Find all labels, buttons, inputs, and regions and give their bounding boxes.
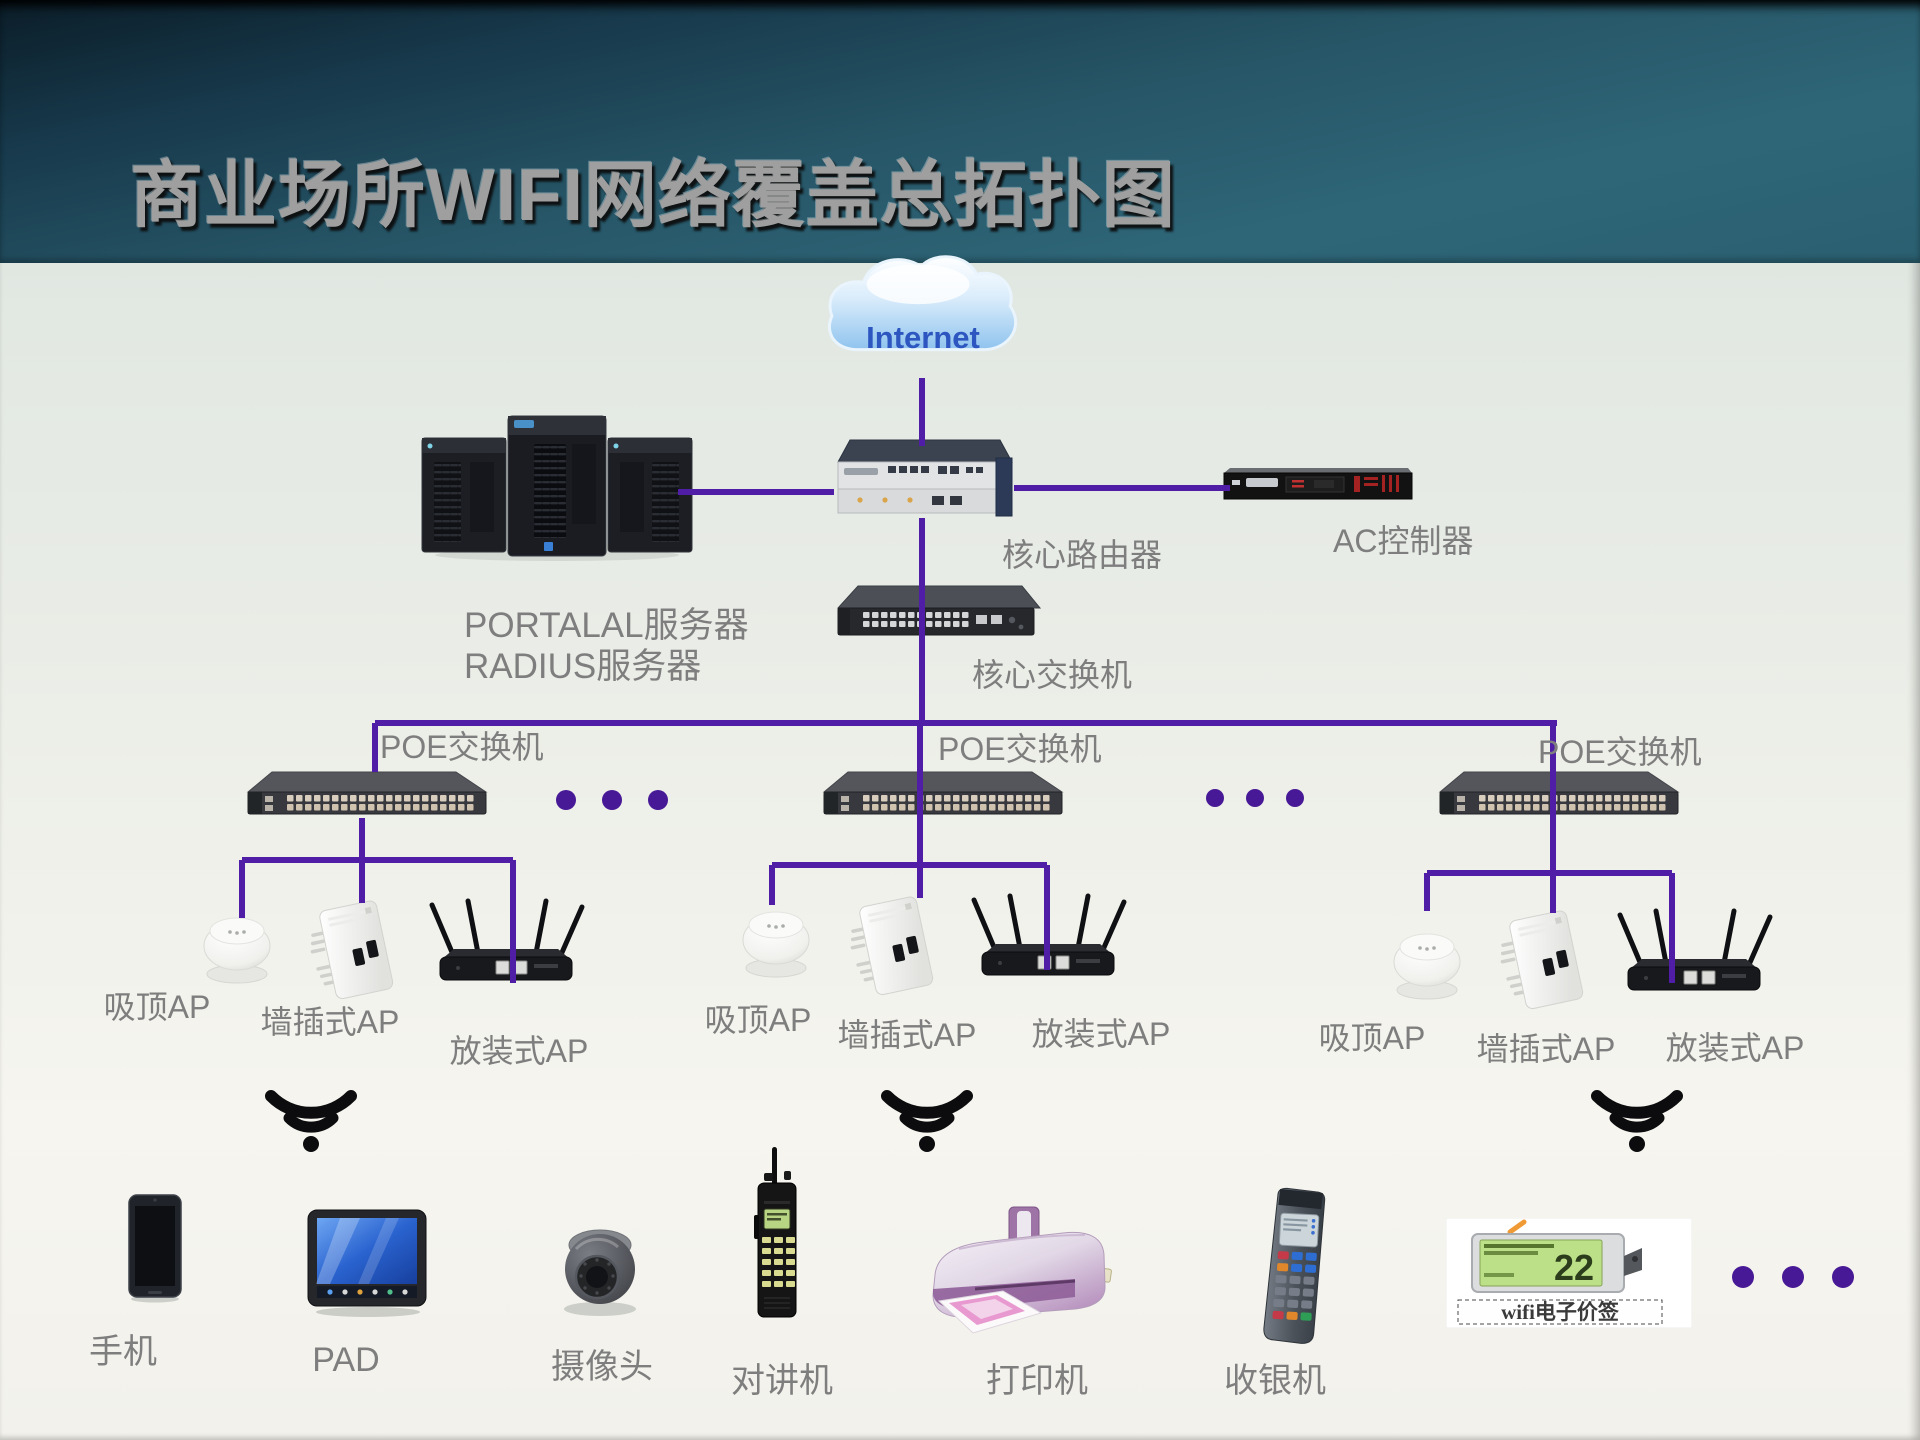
- core-router: [830, 438, 1020, 527]
- wall-ap-3: [1488, 908, 1594, 1025]
- cloud-icon: [828, 255, 1017, 352]
- ellipsis-dot: [1246, 789, 1264, 807]
- printer-label: 打印机: [986, 1362, 1088, 1400]
- slide-header-band: [0, 0, 1920, 263]
- ceiling-ap-1-label: 吸顶AP: [103, 989, 211, 1025]
- desktop-ap-2: [962, 888, 1134, 1001]
- ceiling-ap-3-label: 吸顶AP: [1318, 1020, 1426, 1056]
- wifi-signal-icon: [1582, 1082, 1692, 1165]
- ceiling-ap-1: [194, 902, 280, 991]
- desktop-ap-3-label: 放装式AP: [1665, 1030, 1805, 1066]
- ceiling-ap-2-label: 吸顶AP: [704, 1002, 812, 1038]
- poe-switch-3: [1434, 770, 1680, 825]
- core-router-label: 核心路由器: [1002, 537, 1163, 573]
- ac-controller: [1222, 460, 1416, 511]
- ellipsis-dot: [1286, 789, 1304, 807]
- printer-device: [925, 1205, 1117, 1350]
- walkie-talkie-label: 对讲机: [731, 1362, 833, 1400]
- poe-ellipsis-right: [1206, 789, 1304, 807]
- desktop-ap-3: [1608, 903, 1780, 1016]
- desktop-ap-2-label: 放装式AP: [1031, 1016, 1171, 1052]
- desktop-ap-1: [420, 893, 592, 1006]
- ellipsis-dot: [602, 790, 622, 810]
- ac-controller-label: AC控制器: [1333, 523, 1474, 559]
- server-tower-center: [507, 415, 607, 557]
- ellipsis-dot: [1732, 1266, 1754, 1288]
- pad-label: PAD: [312, 1341, 380, 1379]
- ellipsis-dot: [1206, 789, 1224, 807]
- core-switch-label: 核心交换机: [972, 657, 1133, 693]
- wall-ap-1: [298, 898, 404, 1015]
- page-title: 商业场所WIFI网络覆盖总拓扑图: [130, 155, 1177, 236]
- poe-switch-3-label: POE交换机: [1538, 734, 1702, 770]
- ceiling-ap-3: [1384, 918, 1470, 1007]
- pad-device: [306, 1208, 430, 1323]
- ellipsis-dot: [1782, 1266, 1804, 1288]
- poe-ellipsis-left: [556, 790, 668, 810]
- terminals-ellipsis: [1732, 1266, 1854, 1288]
- core-switch: [824, 582, 1042, 653]
- phone-device: [126, 1192, 184, 1309]
- price-tag-price: 22: [1554, 1247, 1594, 1288]
- internet-label: Internet: [866, 320, 980, 355]
- wifi-signal-icon: [872, 1082, 982, 1165]
- ceiling-ap-2: [733, 896, 819, 985]
- wifi-signal-icon: [256, 1082, 366, 1165]
- internet-cloud: Internet: [824, 248, 1022, 380]
- camera-device: [552, 1215, 648, 1322]
- poe-switch-2: [818, 770, 1064, 825]
- ellipsis-dot: [648, 790, 668, 810]
- server-tower-left: [421, 437, 507, 553]
- cash-register-label: 收银机: [1224, 1362, 1326, 1400]
- desktop-ap-1-label: 放装式AP: [449, 1033, 589, 1069]
- phone-label: 手机: [89, 1333, 157, 1371]
- poe-switch-1-label: POE交换机: [380, 729, 544, 765]
- walkie-talkie-device: [744, 1145, 808, 1328]
- ellipsis-dot: [556, 790, 576, 810]
- wall-ap-2-label: 墙插式AP: [837, 1017, 977, 1053]
- poe-switch-2-label: POE交换机: [938, 731, 1102, 767]
- servers-label-line1: PORTALAL服务器: [464, 606, 749, 645]
- portal-radius-servers: [414, 410, 700, 567]
- price-tag-label: wifi电子价签: [1501, 1300, 1620, 1324]
- wifi-price-tag-device: 22 wifi电子价签: [1445, 1217, 1693, 1333]
- servers-label-line2: RADIUS服务器: [464, 647, 702, 686]
- wall-ap-1-label: 墙插式AP: [260, 1004, 400, 1040]
- camera-label: 摄像头: [551, 1348, 653, 1386]
- poe-switch-1: [242, 770, 488, 825]
- wall-ap-3-label: 墙插式AP: [1476, 1031, 1616, 1067]
- ellipsis-dot: [1832, 1266, 1854, 1288]
- server-tower-right: [607, 437, 693, 553]
- pos-terminal-device: [1250, 1186, 1344, 1359]
- wall-ap-2: [838, 894, 944, 1011]
